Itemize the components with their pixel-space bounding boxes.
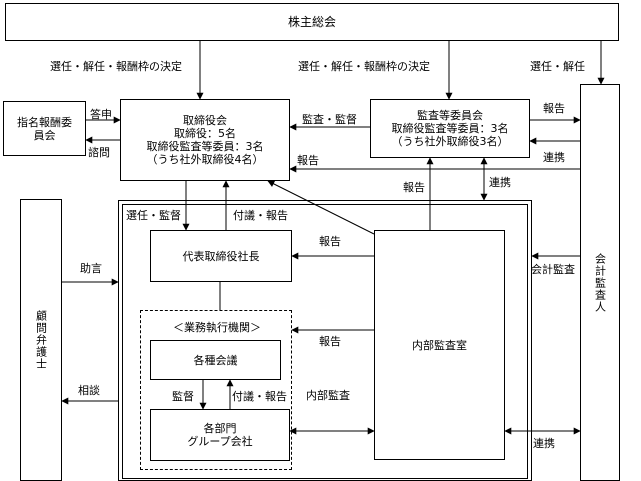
shareholders-meeting-box: 株主総会 <box>5 3 619 41</box>
edge-label-supervise: 監督 <box>172 390 194 403</box>
edge-label-report-auditor-board: 報告 <box>297 154 319 167</box>
audit-committee-outside-note: （うち社外取締役3名） <box>391 135 509 148</box>
edge-label-elect-decide-board: 選任・解任・報酬枠の決定 <box>50 60 182 73</box>
edge-label-accounting-audit: 会計監査 <box>531 263 575 276</box>
president-label: 代表取締役社長 <box>182 249 260 263</box>
board-directors-count: 取締役：5名 <box>174 127 236 140</box>
edge-label-advice: 助言 <box>80 262 102 275</box>
edge-label-cooperate-committee-internal: 連携 <box>489 176 511 189</box>
edge-label-internal-audit: 内部監査 <box>306 389 350 402</box>
edge-label-report-president: 報告 <box>319 235 341 248</box>
edge-label-select-supervise: 選任・監督 <box>126 209 181 222</box>
edge-label-report-internal-committee: 報告 <box>403 181 425 194</box>
edge-label-elect-dismiss-auditor: 選任・解任 <box>530 60 585 73</box>
shareholders-meeting-label: 株主総会 <box>287 14 336 29</box>
edge-label-inquiry: 諮問 <box>88 146 110 159</box>
edge-label-elect-decide-audit: 選任・解任・報酬枠の決定 <box>298 60 430 73</box>
nomination-committee-label: 指名報酬委員会 <box>17 115 72 142</box>
meetings-label: 各種会議 <box>193 353 238 367</box>
group-companies-label: グループ会社 <box>187 435 253 448</box>
board-title: 取締役会 <box>183 114 227 127</box>
departments-label: 各部門 <box>203 422 237 435</box>
accounting-auditor-box: 会計監査人 <box>580 84 620 481</box>
board-outside-directors-note: （うち社外取締役4名） <box>146 153 264 166</box>
board-of-directors-box: 取締役会 取締役：5名 取締役監査等委員：3名 （うち社外取締役4名） <box>120 99 290 181</box>
execution-organization-frame <box>140 310 292 470</box>
nomination-committee-box: 指名報酬委員会 <box>3 101 86 156</box>
internal-audit-office-label: 内部監査室 <box>412 338 467 352</box>
board-audit-members-count: 取締役監査等委員：3名 <box>146 140 264 153</box>
audit-committee-members-count: 取締役監査等委員：3名 <box>391 122 509 135</box>
edge-label-proposal-report-meetings: 付議・報告 <box>232 390 287 403</box>
edge-label-cooperate-auditor-internal: 連携 <box>533 437 555 450</box>
edge-label-audit-supervise: 監査・監督 <box>302 113 357 126</box>
edge-label-report-committee-auditor: 報告 <box>543 102 565 115</box>
legal-advisor-box: 顧問弁護士 <box>20 199 62 481</box>
meetings-box: 各種会議 <box>150 340 281 380</box>
accounting-auditor-label: 会計監査人 <box>593 252 607 313</box>
audit-committee-title: 監査等委員会 <box>417 109 483 122</box>
edge-label-report-exec: 報告 <box>319 335 341 348</box>
company-frame-inner <box>122 204 528 479</box>
internal-audit-office-box: 内部監査室 <box>374 230 505 460</box>
edge-label-cooperate-committee-auditor: 連携 <box>543 151 565 164</box>
edge-label-proposal-report-board: 付議・報告 <box>233 209 288 222</box>
departments-box: 各部門 グループ会社 <box>150 409 290 461</box>
audit-committee-box: 監査等委員会 取締役監査等委員：3名 （うち社外取締役3名） <box>370 99 530 158</box>
execution-organization-label: ＜業務執行機関＞ <box>173 321 261 334</box>
legal-advisor-label: 顧問弁護士 <box>34 310 48 370</box>
edge-label-consultation: 相談 <box>78 384 100 397</box>
edge-label-consult-report: 答申 <box>90 108 112 121</box>
president-box: 代表取締役社長 <box>150 230 292 282</box>
